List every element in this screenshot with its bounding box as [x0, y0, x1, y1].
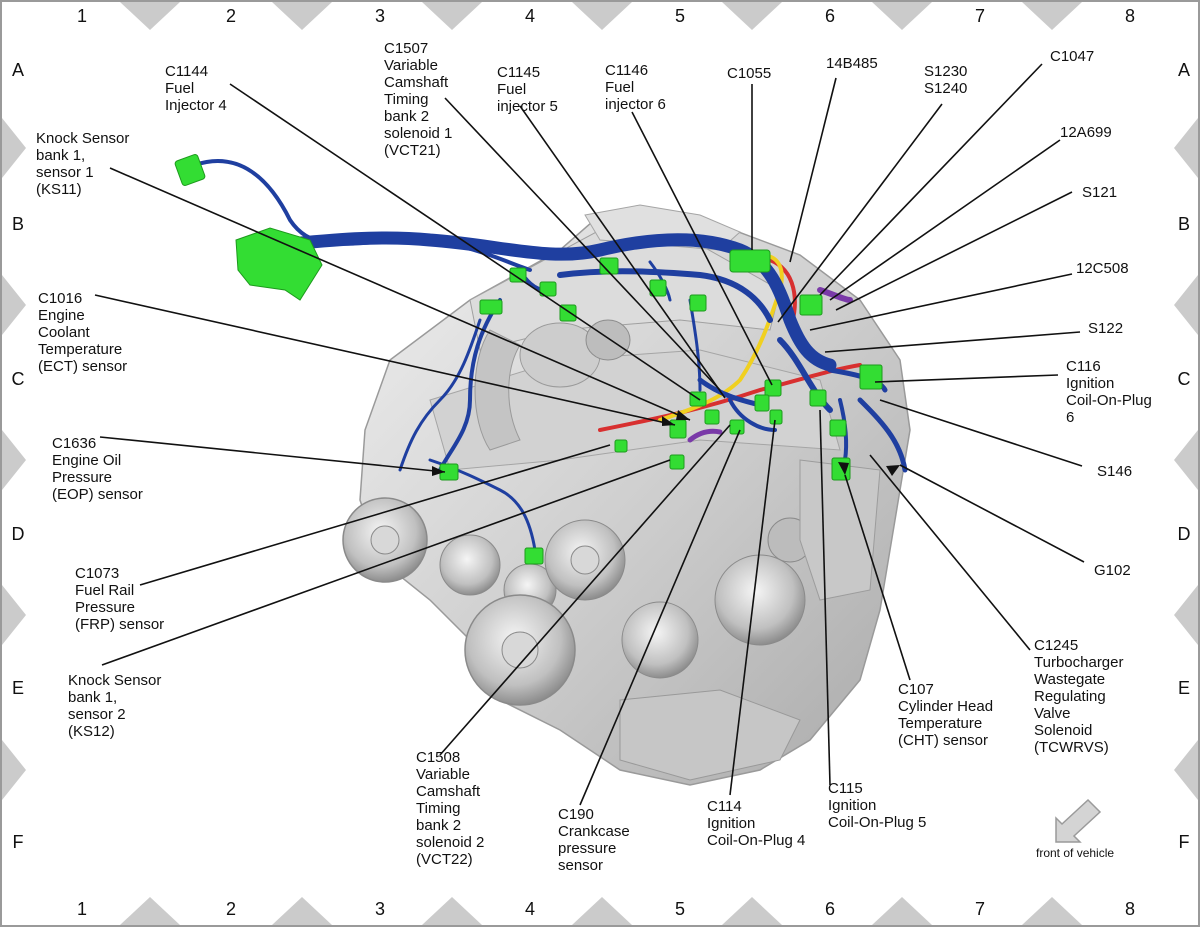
grid-col-2-top: 2: [225, 6, 236, 26]
grid-col-7-bottom: 7: [974, 899, 985, 919]
label-c1145: C1145 Fuel injector 5: [497, 64, 558, 115]
label-c1073: C1073 Fuel Rail Pressure (FRP) sensor: [75, 565, 165, 633]
label-12a699: 12A699: [1060, 124, 1112, 141]
grid-col-6-top: 6: [824, 6, 835, 26]
label-14b485: 14B485: [826, 55, 878, 72]
engine-illustration: [342, 204, 911, 786]
grid-col-1-top: 1: [76, 6, 87, 26]
label-c1245: C1245 Turbocharger Wastegate Regulating …: [1034, 637, 1124, 756]
label-c190: C190 Crankcase pressure sensor: [558, 806, 630, 874]
grid-col-4-bottom: 4: [524, 899, 535, 919]
label-c115: C115 Ignition Coil-On-Plug 5: [828, 780, 927, 831]
leader-arrowheads: [432, 410, 900, 476]
grid-row-d-left: D: [11, 524, 25, 544]
grid-row-a-left: A: [11, 60, 24, 80]
label-knock-sensor-bank1-sensor1: Knock Sensor bank 1, sensor 1 (KS11): [36, 130, 130, 198]
label-c116: C116 Ignition Coil-On-Plug 6: [1066, 358, 1152, 426]
grid-col-1-bottom: 1: [76, 899, 87, 919]
grid-col-4-top: 4: [524, 6, 535, 26]
grid-col-5-bottom: 5: [674, 899, 685, 919]
label-c1508: C1508 Variable Camshaft Timing bank 2 so…: [416, 749, 485, 868]
label-c1144: C1144 Fuel Injector 4: [165, 63, 227, 114]
label-c1507: C1507 Variable Camshaft Timing bank 2 so…: [384, 40, 453, 159]
label-c107: C107 Cylinder Head Temperature (CHT) sen…: [898, 681, 994, 749]
grid-col-8-top: 8: [1124, 6, 1135, 26]
label-knock-sensor-bank1-sensor2: Knock Sensor bank 1, sensor 2 (KS12): [68, 672, 162, 740]
grid-row-f-left: F: [12, 832, 24, 852]
grid-col-7-top: 7: [974, 6, 985, 26]
label-s146: S146: [1097, 463, 1133, 480]
grid-col-5-top: 5: [674, 6, 685, 26]
label-s121: S121: [1082, 184, 1118, 201]
connectors: [174, 154, 883, 565]
leader-lines: [94, 63, 1085, 806]
label-c1055: C1055: [727, 65, 772, 82]
label-front-of-vehicle: front of vehicle: [1036, 846, 1115, 860]
grid-row-d-right: D: [1177, 524, 1191, 544]
grid-row-b-left: B: [11, 214, 24, 234]
grid-row-c-right: C: [1177, 369, 1191, 389]
front-of-vehicle-arrow-icon: [1055, 798, 1102, 843]
label-s1230-s1240: S1230 S1240: [924, 63, 968, 97]
grid-row-a-right: A: [1177, 60, 1190, 80]
grid-col-3-bottom: 3: [374, 899, 385, 919]
label-c1146: C1146 Fuel injector 6: [605, 62, 666, 113]
label-c1047: C1047: [1050, 48, 1095, 65]
grid-col-3-top: 3: [374, 6, 385, 26]
grid-row-e-right: E: [1177, 678, 1190, 698]
label-12c508: 12C508: [1076, 260, 1129, 277]
label-s122: S122: [1088, 320, 1124, 337]
label-c1016: C1016 Engine Coolant Temperature (ECT) s…: [38, 290, 128, 375]
grid-row-c-left: C: [11, 369, 25, 389]
grid-row-b-right: B: [1177, 214, 1190, 234]
grid-col-8-bottom: 8: [1124, 899, 1135, 919]
grid-col-6-bottom: 6: [824, 899, 835, 919]
grid-col-2-bottom: 2: [225, 899, 236, 919]
grid-row-f-right: F: [1178, 832, 1190, 852]
label-c114: C114 Ignition Coil-On-Plug 4: [707, 798, 806, 849]
label-g102: G102: [1094, 562, 1131, 579]
grid-row-e-left: E: [11, 678, 24, 698]
label-c1636: C1636 Engine Oil Pressure (EOP) sensor: [52, 435, 143, 503]
